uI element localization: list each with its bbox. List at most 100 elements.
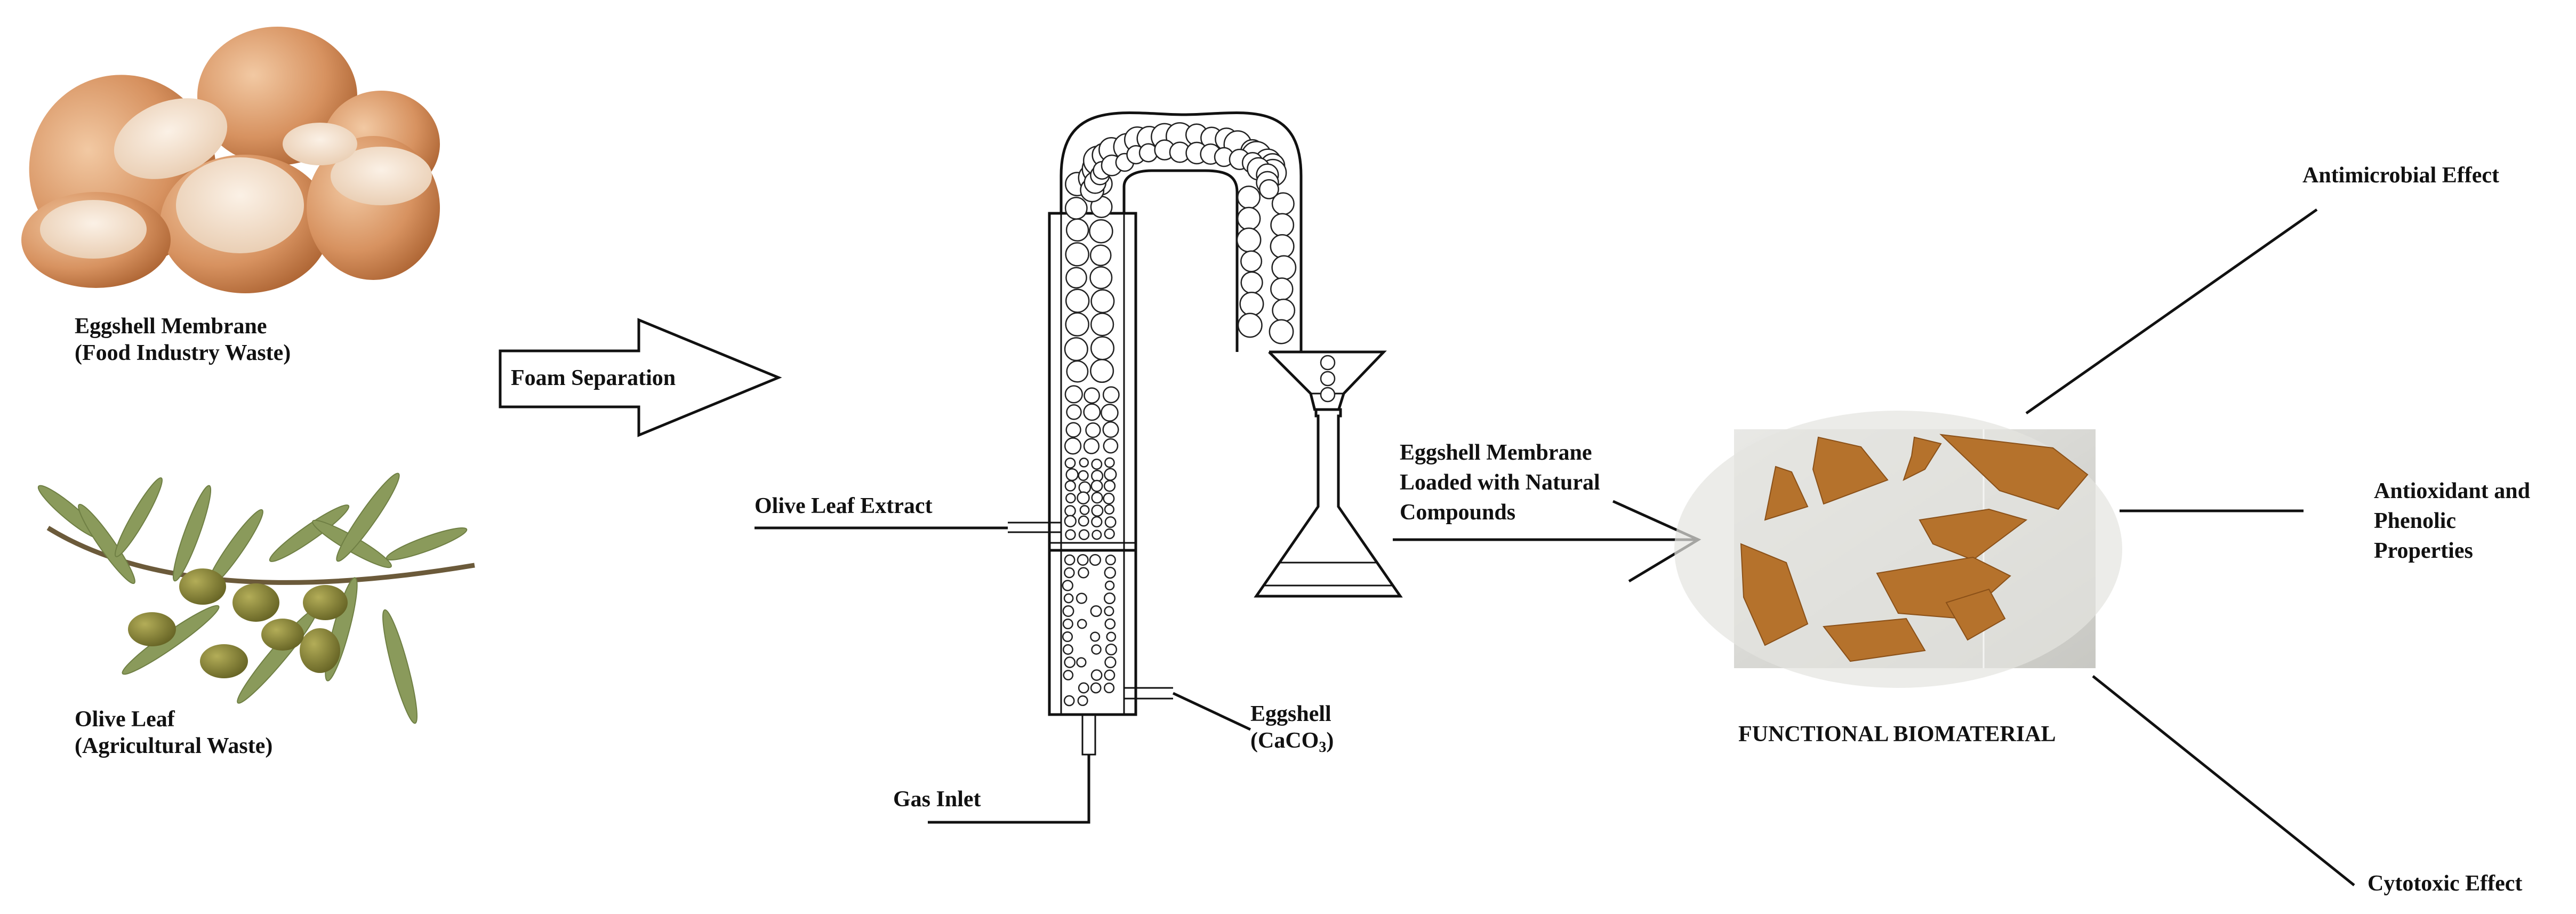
foam-bubble xyxy=(1062,631,1073,643)
foam-bubble xyxy=(1104,528,1115,540)
foam-bubble xyxy=(1103,592,1116,605)
foam-bubble xyxy=(1063,670,1074,680)
olive-leaf-extract-label: Olive Leaf Extract xyxy=(755,494,933,518)
foam-bubble xyxy=(1064,385,1083,404)
foam-bubble xyxy=(1103,480,1116,492)
foam-bubble xyxy=(1065,493,1076,504)
foam-bubble xyxy=(1103,438,1119,454)
foam-bubble xyxy=(1104,457,1115,468)
eggshell-leader xyxy=(1172,692,1251,731)
foam-bubble xyxy=(1083,438,1100,454)
foam-bubble xyxy=(1083,403,1101,421)
gas-inlet-label: Gas Inlet xyxy=(893,787,981,812)
foam-bubble xyxy=(1104,656,1117,669)
foam-bubble xyxy=(1090,631,1101,642)
foam-bubble xyxy=(1104,468,1117,481)
foam-bubble xyxy=(1270,213,1295,237)
eggshell-caco3-label: Eggshell (CaCO3) xyxy=(1250,702,1337,756)
foam-bubble xyxy=(1079,458,1089,468)
foam-bubble xyxy=(1104,606,1114,616)
foam-bubble xyxy=(1064,437,1082,455)
foam-bubble xyxy=(1089,554,1102,566)
foam-bubble xyxy=(1078,529,1090,540)
foam-bubble xyxy=(1077,619,1087,629)
foam-bubble xyxy=(1240,250,1263,272)
antioxidant-label: Antioxidant and Phenolic Properties xyxy=(2374,479,2535,563)
biomaterial-image xyxy=(1674,411,2122,688)
foam-bubble xyxy=(1062,580,1073,591)
foam-bubble xyxy=(1064,197,1088,220)
foam-bubble xyxy=(1076,592,1087,604)
foam-bubble xyxy=(1270,277,1294,301)
foam-bubble xyxy=(1065,242,1089,267)
loaded-membrane-label: Eggshell Membrane Loaded with Natural Co… xyxy=(1400,440,1606,525)
foam-bubble xyxy=(1271,192,1295,215)
foam-bubble xyxy=(1064,337,1088,362)
foam-bubble xyxy=(1065,267,1087,289)
foam-bubble xyxy=(1084,387,1100,404)
foam-bubble xyxy=(1104,618,1116,630)
foam-bubble xyxy=(1090,479,1103,492)
foam-bubble xyxy=(1239,291,1264,317)
foam-bubble xyxy=(1104,669,1116,681)
foam-bubble xyxy=(1064,505,1076,517)
cytotoxic-connector xyxy=(2092,675,2355,886)
foam-bubble xyxy=(1065,422,1081,438)
foam-bubble xyxy=(1064,457,1076,469)
foam-bubble xyxy=(1077,554,1089,566)
foam-bubble xyxy=(1090,312,1114,336)
foam-bubble xyxy=(1269,319,1294,344)
foam-bubble xyxy=(1062,605,1074,617)
foam-bubble xyxy=(1062,618,1073,630)
foam-bubble xyxy=(1106,631,1117,642)
foam-bubble xyxy=(1065,218,1089,242)
foam-bubble xyxy=(1320,355,1336,371)
foam-bubble xyxy=(1104,566,1117,579)
foam-bubble xyxy=(1064,656,1076,668)
gas-inlet-leader xyxy=(928,755,1090,824)
foam-bubbles xyxy=(1062,122,1336,707)
foam-bubble xyxy=(1065,312,1089,337)
foam-bubble xyxy=(1105,643,1118,656)
foam-bubble xyxy=(1091,459,1103,470)
foam-bubble xyxy=(1091,469,1104,483)
foam-bubble xyxy=(1076,657,1087,668)
foam-bubble xyxy=(1077,695,1088,707)
foam-bubble xyxy=(1064,567,1075,579)
foam-bubble xyxy=(1078,682,1089,694)
foam-bubble xyxy=(1271,255,1297,280)
foam-bubble xyxy=(1089,244,1112,267)
foam-bubble xyxy=(1065,468,1079,482)
foam-bubble xyxy=(1077,491,1090,504)
foam-bubble xyxy=(1237,312,1263,338)
foam-bubble xyxy=(1105,554,1116,566)
foam-bubble xyxy=(1085,422,1101,438)
cytotoxic-label: Cytotoxic Effect xyxy=(2368,871,2522,896)
foam-bubble xyxy=(1079,504,1090,515)
antimicrobial-connector xyxy=(2025,208,2318,415)
foam-bubble xyxy=(1090,682,1102,694)
foam-bubble xyxy=(1089,219,1113,244)
eggshell-label: Eggshell Membrane (Food Industry Waste) xyxy=(75,314,291,365)
foam-bubble xyxy=(1090,289,1115,314)
foam-bubble xyxy=(1066,404,1082,420)
foam-bubble xyxy=(1064,515,1077,527)
foam-bubble xyxy=(1065,288,1090,313)
foam-bubble xyxy=(1063,593,1074,604)
foam-bubble xyxy=(1240,271,1263,294)
foam-bubble xyxy=(1104,580,1115,591)
foam-bubble xyxy=(1091,644,1102,655)
foam-bubble xyxy=(1090,336,1115,360)
foam-bubble xyxy=(1103,492,1115,504)
foam-bubble xyxy=(1078,515,1089,527)
foam-bubble xyxy=(1062,644,1073,655)
foam-bubble xyxy=(1078,567,1089,579)
foam-bubble xyxy=(1237,206,1261,231)
antimicrobial-label: Antimicrobial Effect xyxy=(2302,163,2499,188)
foam-bubble xyxy=(1272,299,1296,322)
foam-bubble xyxy=(1063,695,1075,707)
foam-separation-label: Foam Separation xyxy=(511,366,676,390)
foam-bubble xyxy=(1091,516,1103,528)
foam-column-apparatus xyxy=(1008,111,1403,756)
